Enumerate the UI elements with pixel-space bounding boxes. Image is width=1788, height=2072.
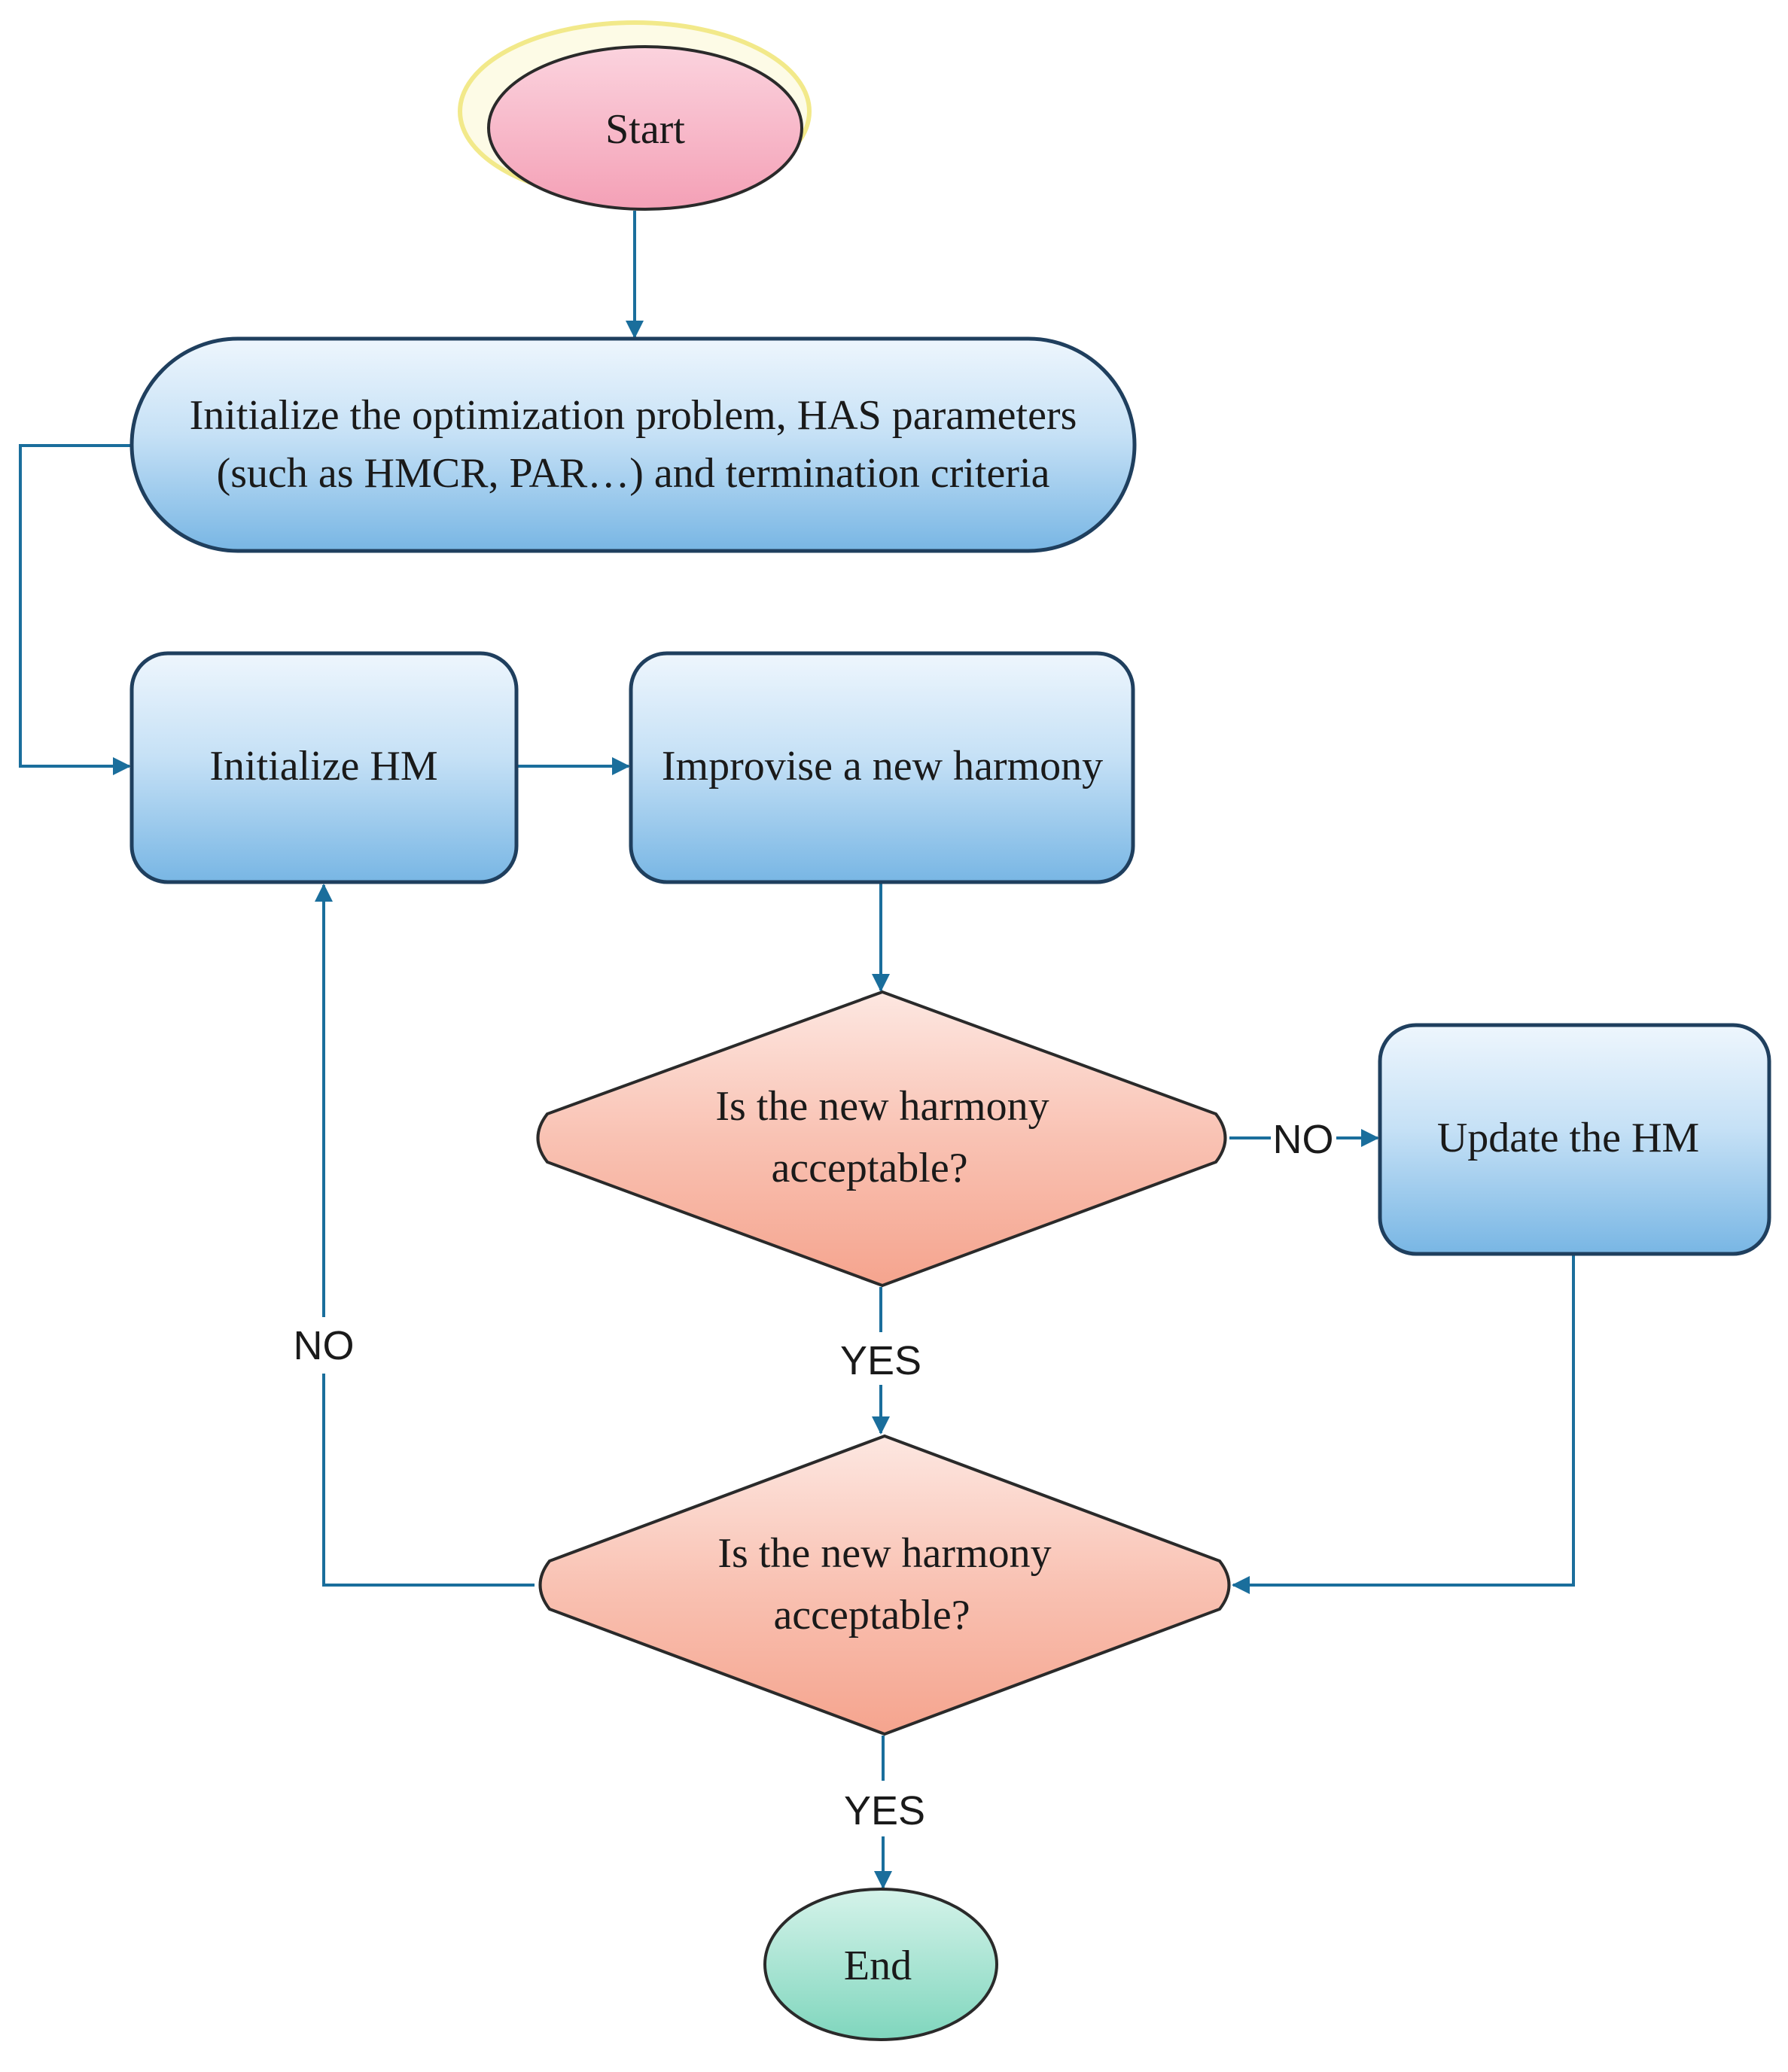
start-label: Start [605,106,685,153]
end-label: End [844,1943,912,1989]
start-node: Start [458,20,812,211]
improvise-shape [629,651,1135,884]
update-hm-node: Update the HM [1378,1023,1771,1256]
edge-decision2-no [322,1374,535,1587]
init-problem-node: Initialize the optimization problem, HAS… [129,336,1137,553]
update-hm-label: Update the HM [1437,1115,1699,1161]
decision1-node: Is the new harmony acceptable? [536,990,1227,1288]
edge-labels: NO YES NO YES [294,1117,1334,1833]
edge-label-decision1-yes: YES [840,1338,921,1383]
init-hm-label: Initialize HM [209,743,437,790]
init-hm-shape [129,651,519,884]
init-hm-node: Initialize HM [129,651,519,884]
edge-update-to-decision2 [1232,1254,1575,1594]
decision2-node: Is the new harmony acceptable? [538,1434,1231,1736]
decision2-line1: Is the new harmony [717,1530,1051,1577]
update-hm-shape [1378,1023,1771,1256]
decision1-line1: Is the new harmony [715,1083,1049,1130]
edge-label-decision2-yes: YES [844,1788,925,1833]
edge-label-decision1-no: NO [1273,1117,1334,1162]
decision1-shape [536,990,1227,1288]
init-problem-shape [129,336,1137,553]
improvise-label: Improvise a new harmony [662,743,1103,790]
edge-label-decision2-no: NO [294,1323,355,1368]
decision1-line2: acceptable? [771,1145,967,1191]
start-shape [487,45,803,211]
improvise-node: Improvise a new harmony [629,651,1135,884]
init-problem-line1: Initialize the optimization problem, HAS… [190,392,1077,439]
end-node: End [763,1888,998,2041]
edge-init-to-hm [19,444,132,775]
end-shape [763,1888,998,2041]
decision2-line2: acceptable? [773,1592,970,1638]
init-problem-line2: (such as HMCR, PAR…) and termination cri… [217,450,1050,497]
connectors [19,211,1575,1889]
decision2-shape [538,1434,1231,1736]
